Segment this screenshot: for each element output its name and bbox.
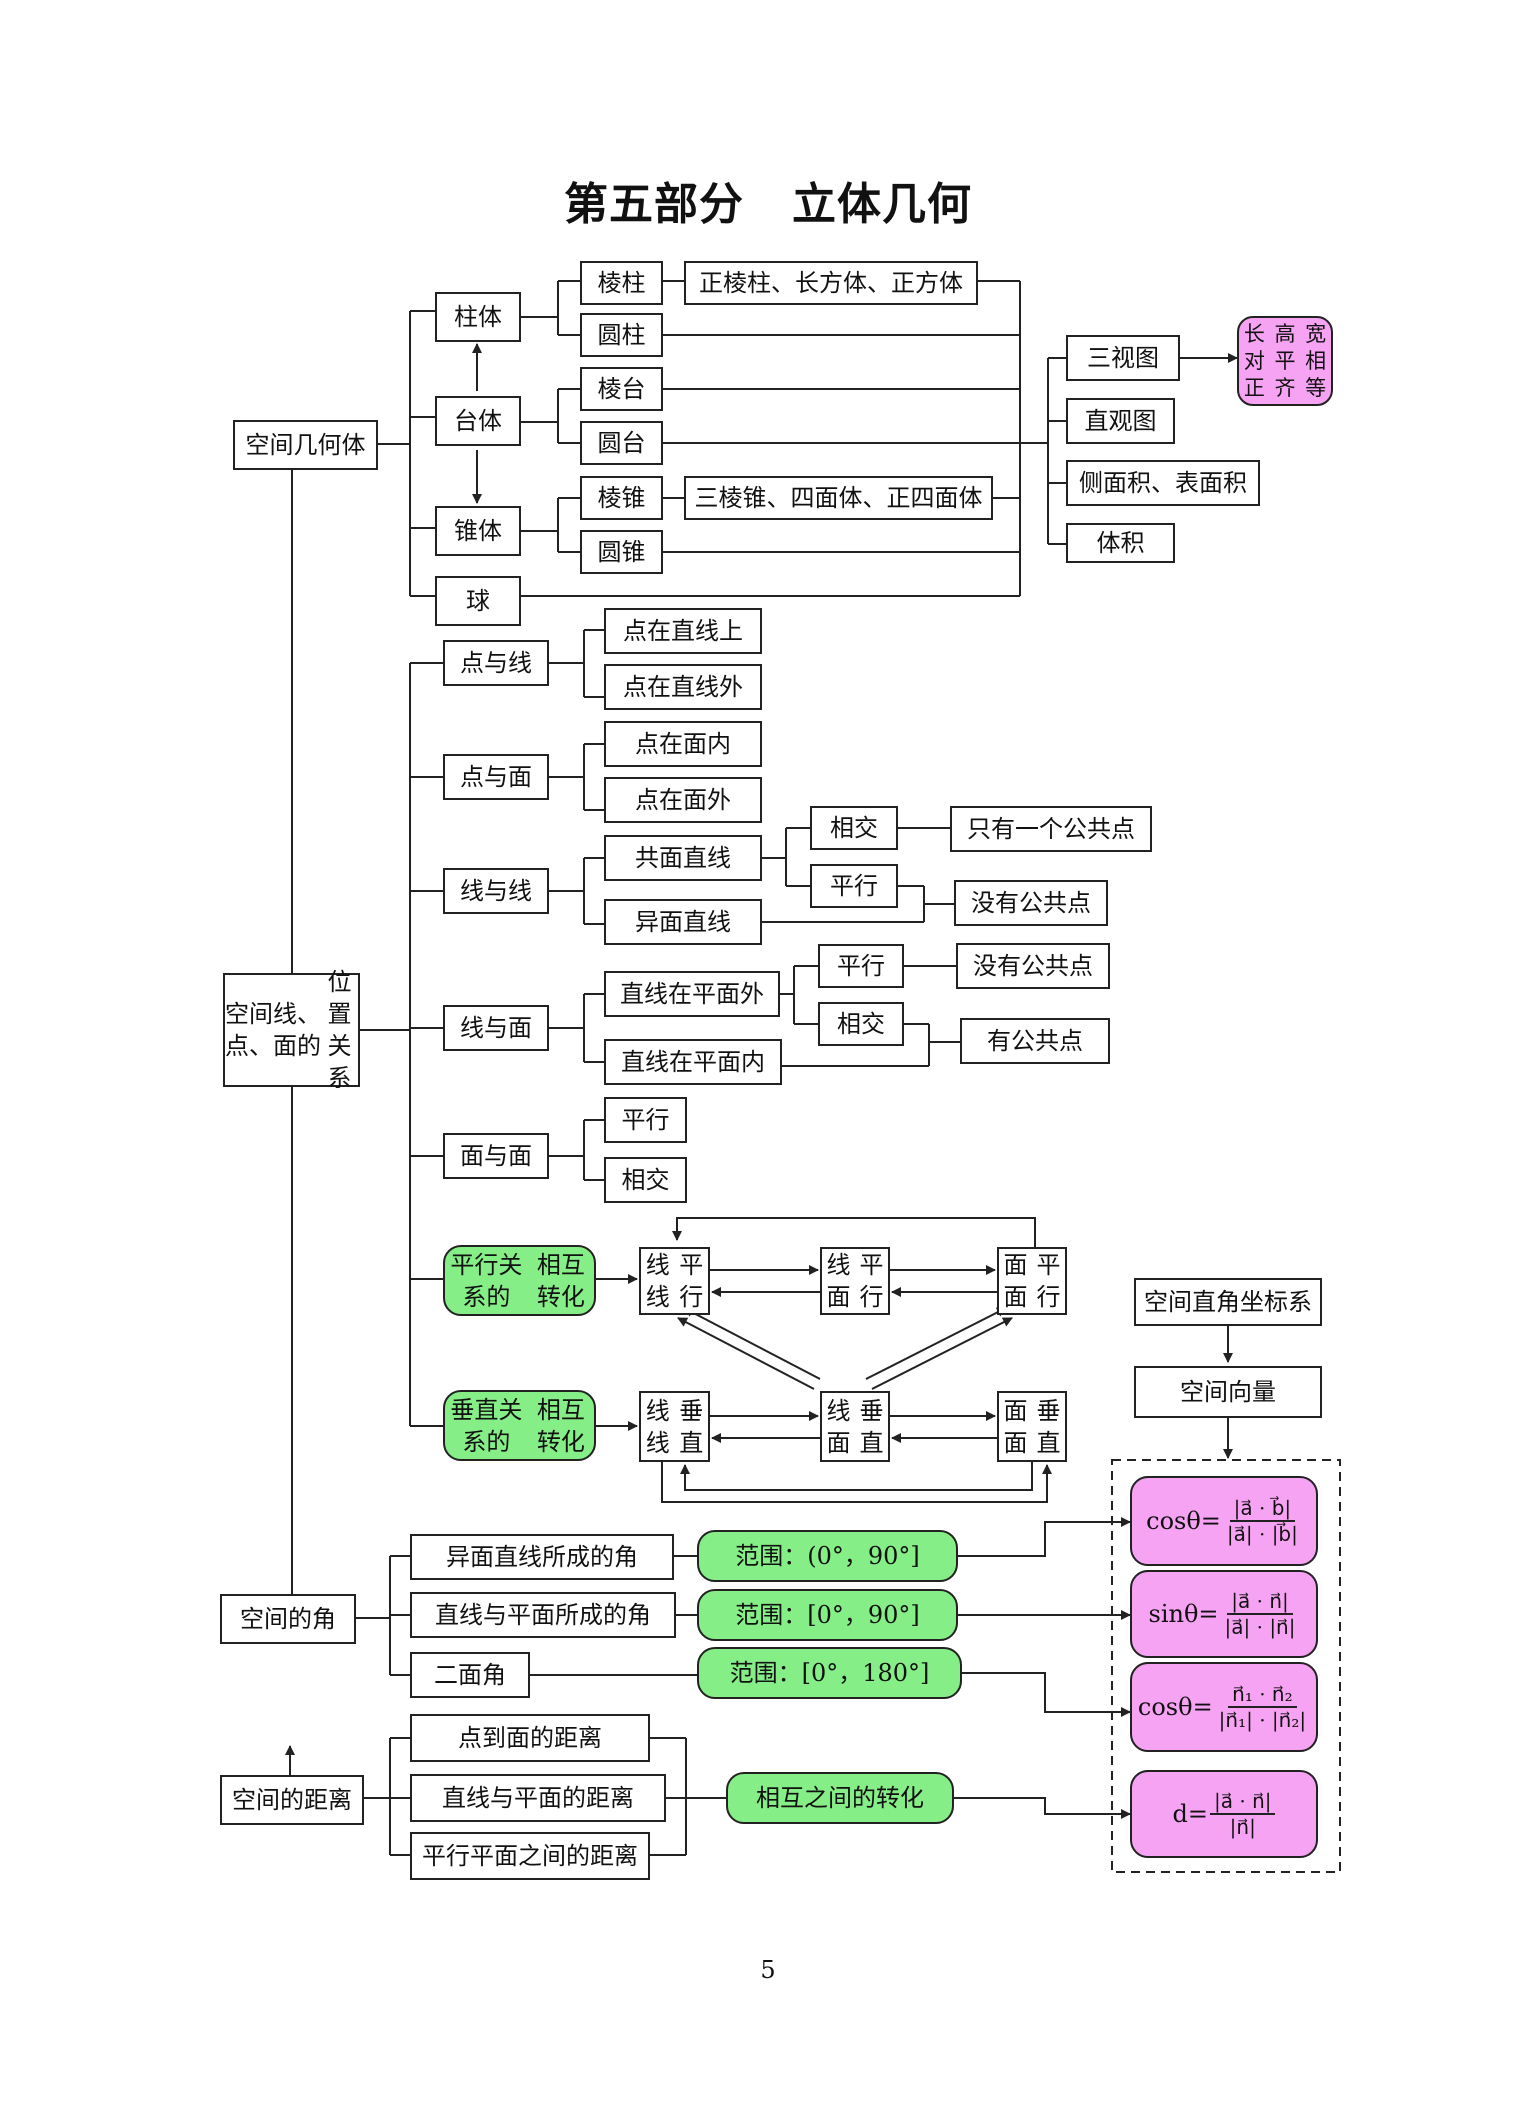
rule-line-3: 宽相等	[1305, 321, 1327, 400]
ll-no-common-point: 没有公共点	[954, 880, 1108, 926]
line-plane-distance: 直线与平面的距离	[410, 1774, 666, 1822]
coordinate-system-node: 空间直角坐标系	[1134, 1278, 1322, 1326]
range-line-plane-angle: 范围：[0°，90°]	[697, 1589, 958, 1641]
line-line-perpendicular: 线线 垂直	[639, 1391, 710, 1462]
lp-no-common-point: 没有公共点	[956, 943, 1110, 989]
line-line-parallel: 线线 平行	[639, 1247, 710, 1315]
three-view-rule: 长对正 高平齐 宽相等	[1237, 316, 1333, 406]
range-dihedral-angle: 范围：[0°，180°]	[697, 1647, 962, 1699]
line-out-plane: 直线在平面外	[604, 971, 780, 1017]
point-off-line: 点在直线外	[604, 664, 762, 710]
line-plane-node: 线与面	[443, 1005, 549, 1051]
skew-lines-angle: 异面直线所成的角	[410, 1534, 674, 1580]
title-subject: 立体几何	[792, 179, 972, 230]
formula-dihedral-angle: cosθ= n⃗₁ · n⃗₂|n⃗₁| · |n⃗₂|	[1130, 1662, 1318, 1752]
line-in-plane: 直线在平面内	[604, 1039, 782, 1085]
lp-parallel: 平行	[818, 944, 904, 988]
point-plane-distance: 点到面的距离	[410, 1714, 650, 1762]
one-common-point: 只有一个公共点	[950, 806, 1152, 852]
cone-frustum-leaf: 圆台	[580, 421, 663, 465]
point-plane-node: 点与面	[443, 754, 549, 800]
plane-plane-perpendicular: 面面 垂直	[997, 1391, 1067, 1462]
ff-intersect: 相交	[604, 1157, 687, 1203]
cone-leaf: 圆锥	[580, 530, 663, 574]
lp-intersect: 相交	[818, 1002, 904, 1046]
line-plane-perpendicular: 线面 垂直	[820, 1391, 890, 1462]
range-skew-angle: 范围：(0°，90°]	[697, 1530, 958, 1582]
coplanar-lines: 共面直线	[604, 835, 762, 881]
formula-skew-angle: cosθ= |a⃗ · b⃗||a⃗| · |b⃗|	[1130, 1476, 1318, 1566]
frustum-node: 台体	[435, 396, 521, 446]
formula-distance: d= |a⃗ · n⃗||n⃗|	[1130, 1770, 1318, 1858]
pyramid-leaf: 棱锥	[580, 476, 663, 520]
pyramid-types: 三棱锥、四面体、正四面体	[684, 476, 993, 520]
prism-frustum-leaf: 棱台	[580, 367, 663, 411]
solid-geometry-node: 空间几何体	[233, 420, 378, 470]
space-distance-node: 空间的距离	[220, 1775, 364, 1825]
prism-leaf: 棱柱	[580, 261, 663, 305]
distance-conversion-node: 相互之间的转化	[726, 1772, 954, 1824]
point-line-node: 点与线	[443, 640, 549, 686]
ll-parallel: 平行	[810, 864, 898, 908]
page-title: 第五部分立体几何	[0, 168, 1536, 232]
title-part: 第五部分	[564, 179, 744, 230]
perpendicular-conversion-node: 垂直关系的 相互转化	[443, 1390, 596, 1461]
three-view-node: 三视图	[1066, 335, 1180, 381]
page-number: 5	[760, 1956, 776, 1984]
point-in-plane: 点在面内	[604, 721, 762, 767]
position-relation-node: 空间点、 线、面的 位置关系	[223, 968, 360, 1092]
plane-plane-node: 面与面	[443, 1133, 549, 1179]
space-vector-node: 空间向量	[1134, 1366, 1322, 1418]
parallel-conversion-node: 平行关系的 相互转化	[443, 1245, 596, 1316]
line-line-node: 线与线	[443, 868, 549, 914]
intuitive-view-node: 直观图	[1066, 398, 1175, 444]
space-angle-node: 空间的角	[220, 1594, 356, 1644]
line-plane-parallel: 线面 平行	[820, 1247, 890, 1315]
formula-line-plane-angle: sinθ= |a⃗ · n⃗||a⃗| · |n⃗|	[1130, 1570, 1318, 1658]
rule-line-2: 高平齐	[1274, 321, 1296, 400]
prism-types: 正棱柱、长方体、正方体	[684, 261, 978, 305]
ff-parallel: 平行	[604, 1097, 687, 1143]
lp-common-point: 有公共点	[960, 1018, 1110, 1064]
pyramid-node: 锥体	[435, 506, 521, 556]
dihedral-angle: 二面角	[410, 1652, 530, 1698]
skew-lines: 异面直线	[604, 899, 762, 945]
ll-intersect: 相交	[810, 806, 898, 850]
sphere-node: 球	[435, 576, 521, 626]
rule-line-1: 长对正	[1243, 321, 1265, 400]
plane-plane-parallel: 面面 平行	[997, 1247, 1067, 1315]
line-plane-angle: 直线与平面所成的角	[410, 1592, 676, 1638]
prism-node: 柱体	[435, 292, 521, 342]
cylinder-leaf: 圆柱	[580, 313, 663, 357]
plane-plane-distance: 平行平面之间的距离	[410, 1832, 650, 1880]
point-on-line: 点在直线上	[604, 608, 762, 654]
volume-node: 体积	[1066, 523, 1175, 563]
point-out-plane: 点在面外	[604, 777, 762, 823]
surface-area-node: 侧面积、表面积	[1066, 460, 1260, 506]
